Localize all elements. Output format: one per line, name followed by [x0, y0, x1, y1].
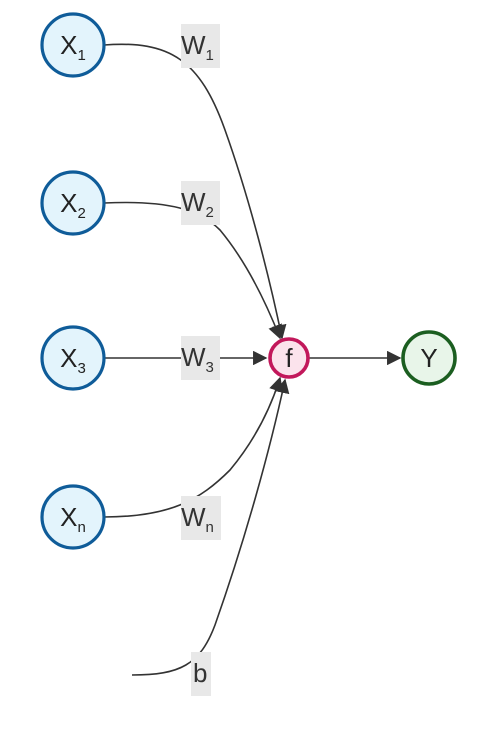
svg-text:W3: W3	[181, 342, 214, 376]
edge-x2-f	[103, 201, 282, 340]
weight-label-n: Wn	[181, 496, 221, 540]
svg-text:Y: Y	[420, 343, 437, 373]
edge-xn-f	[103, 376, 284, 518]
svg-text:X2: X2	[60, 188, 86, 222]
bias-label: b	[191, 652, 211, 696]
input-node-x2: X2	[40, 170, 106, 236]
svg-text:f: f	[285, 343, 293, 373]
output-node-y: Y	[401, 330, 457, 386]
function-node-f: f	[268, 337, 310, 379]
input-node-x3: X3	[40, 325, 106, 391]
svg-text:Xn: Xn	[60, 502, 86, 536]
input-node-xn: Xn	[40, 484, 106, 550]
edge-x1-f	[103, 43, 287, 340]
svg-text:W2: W2	[181, 187, 214, 221]
weight-label-1: W1	[181, 24, 220, 68]
svg-text:b: b	[193, 658, 207, 688]
weight-label-3: W3	[181, 336, 220, 380]
input-node-x1: X1	[40, 12, 106, 78]
svg-text:Wn: Wn	[181, 502, 214, 536]
weight-label-2: W2	[181, 181, 220, 225]
svg-text:X3: X3	[60, 343, 86, 377]
svg-text:W1: W1	[181, 30, 214, 64]
edge-b-f	[131, 378, 290, 676]
svg-text:X1: X1	[60, 30, 86, 64]
